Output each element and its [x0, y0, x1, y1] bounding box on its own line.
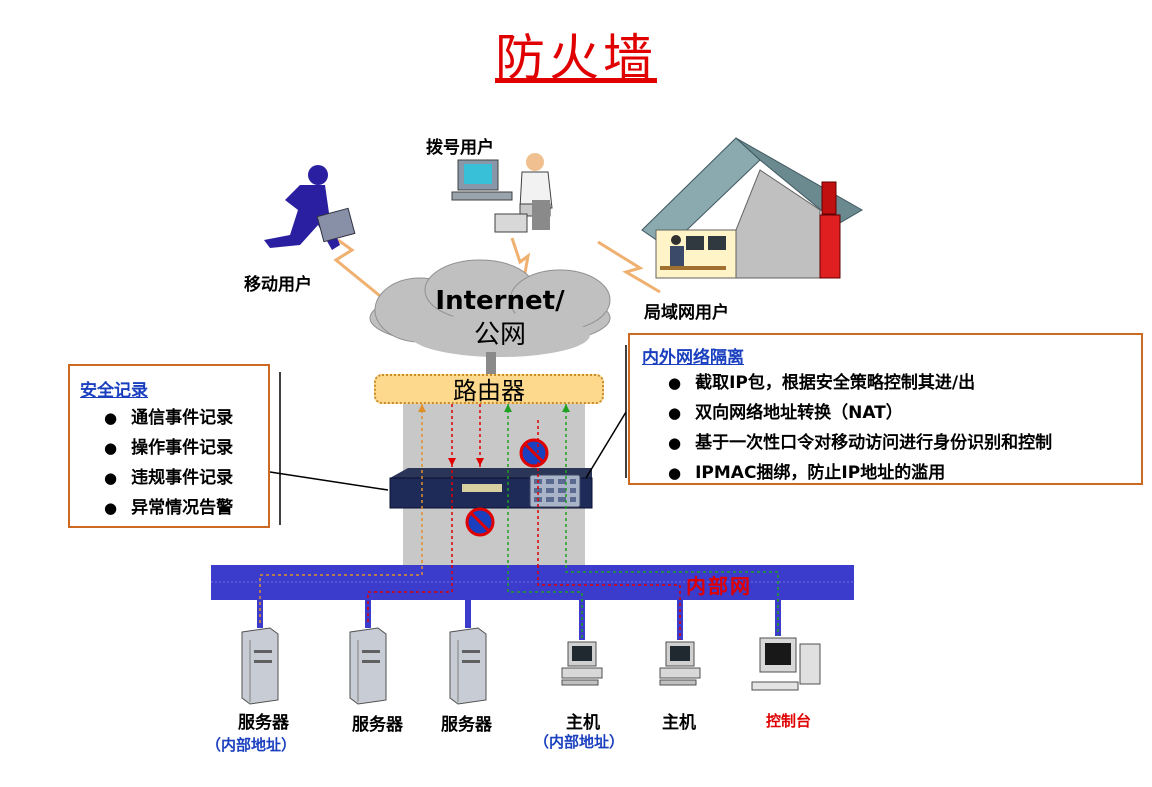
security-log-box: 安全记录 通信事件记录 操作事件记录 违规事件记录 异常情况告警: [68, 364, 270, 528]
console-label: 控制台: [766, 712, 812, 730]
lan-user-link: [597, 240, 661, 294]
server-icon-2: [349, 627, 387, 705]
security-log-item: 通信事件记录: [104, 403, 268, 433]
block-sign-lower: [465, 507, 495, 537]
isolation-list: 截取IP包，根据安全策略控制其进/出 双向网络地址转换（NAT） 基于一次性口令…: [642, 368, 1141, 488]
security-log-item: 操作事件记录: [104, 433, 268, 463]
mobile-user-label: 移动用户: [244, 275, 312, 295]
mobile-user-icon: [264, 165, 356, 250]
page-title: 防火墙: [495, 29, 657, 87]
host-icon-2: [659, 641, 701, 686]
isolation-item: IPMAC捆绑，防止IP地址的滥用: [668, 458, 1141, 488]
internet-label: Internet/ 公网: [400, 284, 600, 352]
security-log-item: 违规事件记录: [104, 463, 268, 493]
isolation-item: 双向网络地址转换（NAT）: [668, 398, 1141, 428]
log-box-connector: [269, 471, 389, 491]
server-label-3: 服务器: [441, 715, 492, 735]
lan-user-house-icon: [641, 137, 863, 279]
security-log-heading: 安全记录: [80, 381, 148, 401]
cloud-router-link: [486, 352, 496, 374]
server-icon-3: [449, 627, 487, 705]
dialup-user-icon: [451, 153, 553, 233]
isolation-box-connector: [585, 411, 627, 479]
mobile-link: [333, 238, 386, 302]
router: 路由器: [374, 374, 604, 405]
console-icon: [751, 637, 821, 691]
host-label-1: 主机: [566, 713, 600, 733]
internet-cloud: [369, 259, 611, 357]
isolation-item: 截取IP包，根据安全策略控制其进/出: [668, 368, 1141, 398]
server-icon-1: [241, 627, 279, 705]
server-label-1: 服务器: [238, 713, 289, 733]
isolation-heading: 内外网络隔离: [642, 348, 744, 368]
host-icon-1: [561, 641, 603, 686]
host-label-1-sub: （内部地址）: [534, 733, 625, 751]
internet-label-line1: Internet/: [435, 286, 565, 316]
lan-label: 内部网: [686, 574, 752, 598]
host-label-2: 主机: [662, 713, 696, 733]
lan-user-label: 局域网用户: [644, 303, 729, 323]
dialup-user-label: 拨号用户: [426, 138, 494, 158]
internet-label-line2: 公网: [473, 320, 526, 350]
block-sign-upper: [519, 438, 549, 468]
firewall-device: [389, 468, 593, 509]
server-label-1-sub: （内部地址）: [206, 736, 297, 754]
isolation-item: 基于一次性口令对移动访问进行身份识别和控制: [668, 428, 1141, 458]
security-log-list: 通信事件记录 操作事件记录 违规事件记录 异常情况告警: [80, 403, 268, 523]
security-log-item: 异常情况告警: [104, 493, 268, 523]
server-label-2: 服务器: [352, 715, 403, 735]
isolation-box: 内外网络隔离 截取IP包，根据安全策略控制其进/出 双向网络地址转换（NAT） …: [628, 333, 1143, 485]
